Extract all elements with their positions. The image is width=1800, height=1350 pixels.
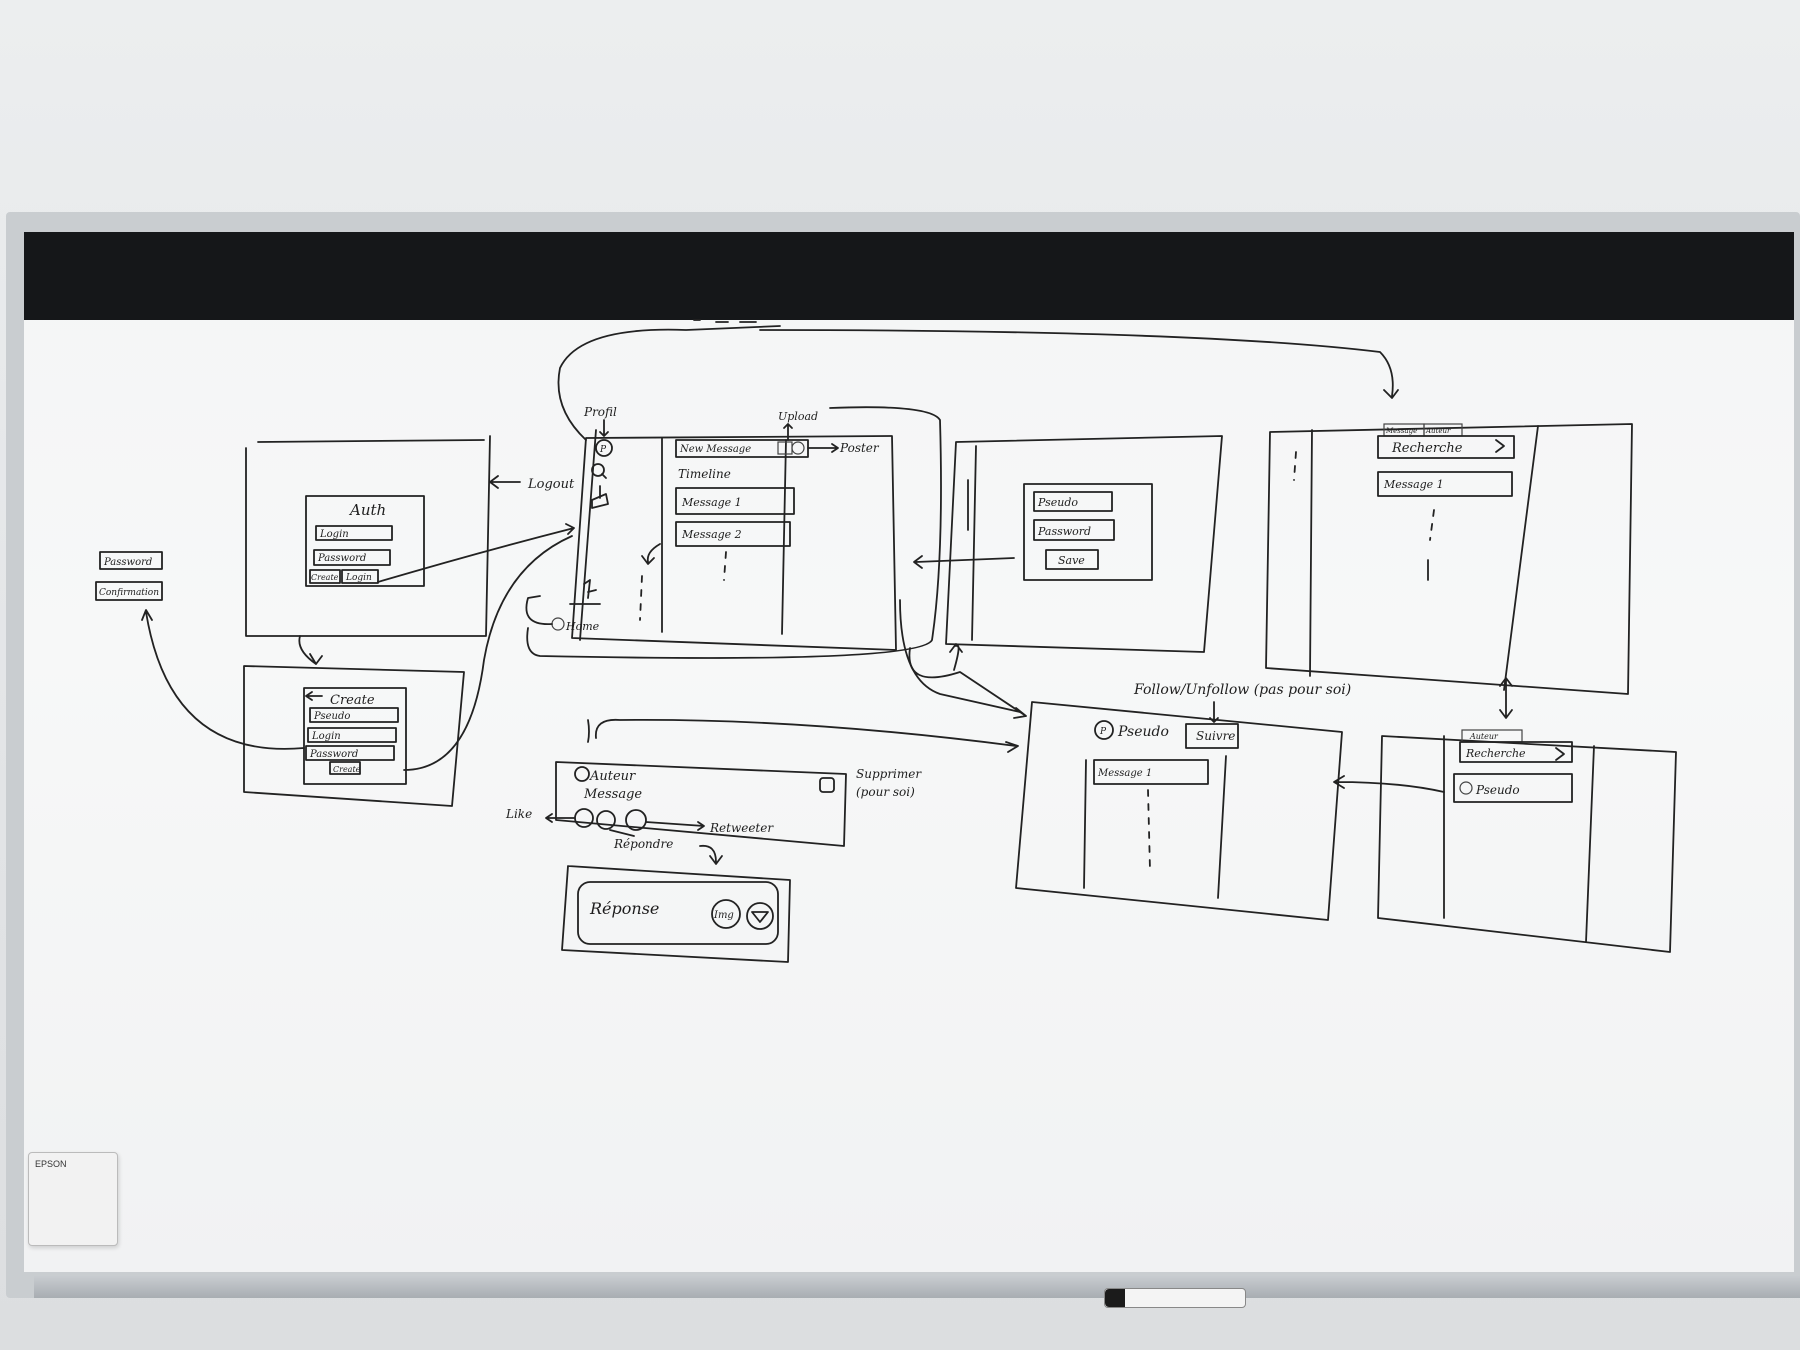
message-auteur: Auteur: [589, 769, 636, 784]
main-screen: P Profil Upload Logout New Message Poste…: [489, 405, 897, 651]
pour-soi-label: (pour soi): [856, 785, 915, 799]
message-card: Auteur Message Like Retweeter Répondre S…: [505, 761, 922, 865]
auth-screen: Auth Login Password Create Login: [245, 435, 491, 637]
auth-title: Auth: [348, 501, 386, 519]
message2-item: Message 2: [681, 528, 742, 541]
tab-auteur: Auteur: [1425, 427, 1451, 435]
timeline-label: Timeline: [678, 467, 731, 481]
settings-screen: Pseudo Password Save: [945, 435, 1223, 653]
profile-pseudo: Pseudo: [1117, 724, 1169, 740]
repondre-label: Répondre: [613, 837, 673, 851]
reply-box: Réponse Img: [561, 865, 791, 963]
profile-message1: Message 1: [1097, 768, 1152, 779]
search-top-input: Recherche: [1391, 441, 1463, 456]
suivre-button: Suivre: [1196, 729, 1235, 743]
settings-save-button: Save: [1058, 554, 1085, 567]
home-label: Home: [565, 620, 600, 633]
marker-cap: [1105, 1289, 1125, 1307]
create-password-field: Password: [309, 749, 358, 760]
reply-input: Réponse: [589, 899, 659, 918]
search-bottom-screen: Auteur Recherche Pseudo: [1377, 729, 1677, 953]
profile-avatar: P: [1099, 727, 1107, 737]
settings-pseudo-field: Pseudo: [1037, 496, 1078, 509]
search-bottom-input: Recherche: [1465, 747, 1526, 760]
poster-label: Poster: [839, 441, 880, 455]
marker-tray: [34, 1276, 1800, 1298]
reply-img-button: Img: [713, 910, 734, 921]
create-login-field: Login: [311, 731, 341, 742]
epson-device: EPSON: [28, 1152, 118, 1246]
search-top-result: Message 1: [1383, 478, 1444, 491]
create-submit-button: Create: [333, 765, 361, 774]
logout-label: Logout: [527, 477, 575, 492]
whiteboard-top-bar: [24, 232, 1794, 320]
message1-item: Message 1: [681, 496, 742, 509]
whiteboard: [24, 232, 1794, 1272]
create-screen: Create Pseudo Login Password Create: [243, 665, 465, 807]
like-label: Like: [505, 807, 532, 821]
new-message-field: New Message: [679, 444, 751, 455]
tab-message: Message: [1385, 427, 1417, 435]
create-pseudo-field: Pseudo: [313, 711, 350, 722]
retweeter-label: Retweeter: [709, 821, 774, 835]
auth-login-field: Login: [319, 529, 349, 540]
flow-arrows: [141, 319, 1513, 793]
extra-fields: Password Confirmation: [95, 551, 163, 601]
upload-label: Upload: [778, 410, 818, 423]
supprimer-label: Supprimer: [856, 767, 922, 781]
profile-screen: Follow/Unfollow (pas pour soi) P Pseudo …: [1015, 682, 1351, 921]
epson-label: EPSON: [35, 1159, 67, 1169]
extra-confirmation-field: Confirmation: [99, 588, 159, 598]
search-top-screen: Message Auteur Recherche Message 1: [1265, 423, 1633, 695]
extra-password-field: Password: [103, 557, 152, 568]
auth-password-field: Password: [317, 553, 366, 564]
auth-login-button: Login: [345, 573, 372, 583]
auth-create-button: Create: [311, 573, 339, 582]
follow-label: Follow/Unfollow (pas pour soi): [1133, 682, 1351, 698]
settings-password-field: Password: [1037, 525, 1091, 538]
profil-label: Profil: [583, 405, 617, 419]
search-bottom-result: Pseudo: [1475, 783, 1520, 797]
marker: [1104, 1288, 1246, 1308]
profil-icon: P: [599, 445, 607, 455]
bottom-tab-auteur: Auteur: [1469, 732, 1499, 741]
create-title: Create: [330, 693, 375, 708]
message-text: Message: [583, 787, 642, 802]
